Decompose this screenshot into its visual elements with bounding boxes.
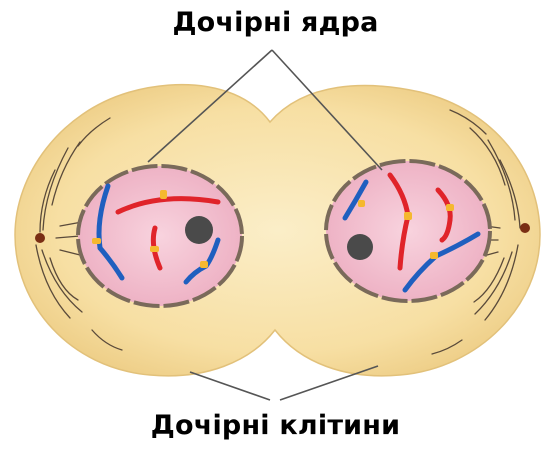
nucleus-right <box>326 161 490 301</box>
nucleolus-right <box>347 234 373 260</box>
nucleolus-left <box>185 216 213 244</box>
centriole-right <box>520 223 530 233</box>
daughter-nuclei-label: Дочірні ядра <box>0 7 551 38</box>
centriole-left <box>35 233 45 243</box>
daughter-cells-label: Дочірні клітини <box>0 410 551 441</box>
nucleus-left <box>78 166 242 306</box>
